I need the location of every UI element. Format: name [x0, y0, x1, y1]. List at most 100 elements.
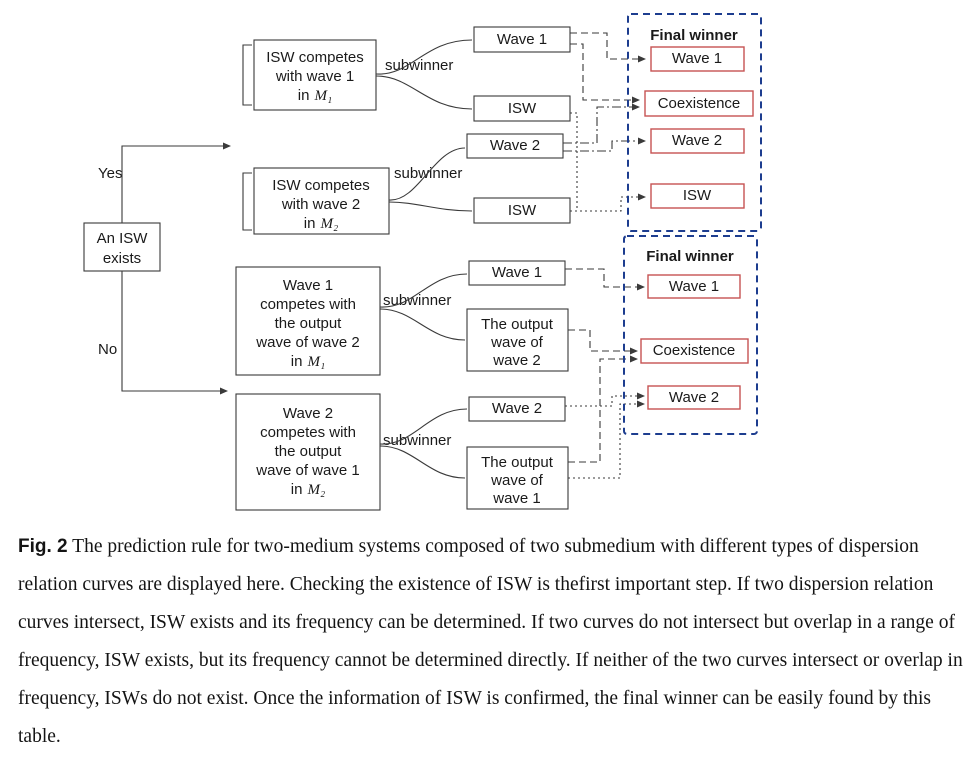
fork-bottom2-down	[379, 445, 466, 479]
connector-output1-to-final-wave2-bottom	[568, 400, 645, 479]
subwinner-label-top1: subwinner	[385, 57, 453, 74]
output-wave1-line1: The output	[481, 454, 554, 471]
root-group: An ISW exists Yes No	[83, 142, 231, 395]
compete2-medium: M₂	[319, 216, 338, 232]
bottom-branch-group: Wave 1 competes with the output wave of …	[235, 235, 758, 511]
subwinner-wave2-bottom-label: Wave 2	[492, 400, 542, 417]
final-wave1-bottom	[647, 274, 741, 299]
box-wave1-competes	[235, 266, 381, 376]
figure-caption: Fig. 2 The prediction rule for two-mediu…	[18, 528, 964, 756]
output-wave1-line3: wave 1	[492, 490, 541, 507]
bcompete1-line3: the output	[275, 315, 343, 332]
fork-bottom1-down	[379, 308, 466, 341]
bcompete2-line3: the output	[275, 443, 343, 460]
connector-no-branch	[121, 271, 228, 395]
output-wave2-line2: wave of	[490, 334, 544, 351]
box-subwinner-isw2-top	[473, 197, 571, 224]
fork-bottom1-up	[379, 273, 468, 308]
final-wave2-top-label: Wave 2	[672, 132, 722, 149]
final-wave2-bottom	[647, 385, 741, 410]
bcompete2-line1: Wave 2	[283, 405, 333, 422]
compete2-line1: ISW competes	[272, 177, 370, 194]
connector-yes-branch	[121, 142, 231, 223]
box-isw-competes-wave2	[253, 167, 390, 235]
connector-wave1-to-coexistence-top	[570, 43, 640, 104]
final-winner-panel-bottom	[623, 235, 758, 435]
output-wave2-line3: wave 2	[492, 352, 541, 369]
final-wave2-bottom-label: Wave 2	[669, 389, 719, 406]
final-wave1-top	[650, 46, 745, 72]
subwinner-isw2-top-label: ISW	[508, 202, 537, 219]
bcompete1-medium: M₁	[306, 354, 325, 370]
box-subwinner-wave1-bottom	[468, 260, 566, 286]
final-coexistence-bottom-label: Coexistence	[653, 342, 736, 359]
box-output-wave2	[466, 308, 569, 372]
connector-wave1-to-final-wave1-top	[570, 32, 646, 63]
fork-top2-up	[388, 147, 466, 201]
bcompete1-line4: wave of wave 2	[255, 334, 359, 351]
output-wave1-line2: wave of	[490, 472, 544, 489]
box-subwinner-isw1-top	[473, 95, 571, 122]
fork-top1-up	[375, 39, 473, 75]
compete2-line2: with wave 2	[281, 196, 360, 213]
box-subwinner-wave2-bottom	[468, 396, 566, 422]
final-coexistence-bottom	[640, 338, 749, 364]
box-an-isw-exists	[83, 222, 161, 272]
compete1-in: in	[298, 87, 310, 104]
bcompete2-line2: competes with	[260, 424, 356, 441]
fork-top1-down	[375, 75, 473, 110]
connector-wave2-to-final-wave2-bottom	[565, 392, 645, 407]
bracket-top-1	[242, 44, 252, 106]
final-winner-panel-top	[627, 13, 762, 232]
fork-top2-down	[388, 201, 473, 212]
subwinner-wave2-top-label: Wave 2	[490, 137, 540, 154]
connector-wave1-to-final-wave1-bottom	[565, 268, 645, 291]
yes-label: Yes	[98, 165, 122, 182]
bcompete1-line1: Wave 1	[283, 277, 333, 294]
compete2-in: in	[304, 215, 316, 232]
subwinner-wave1-top-label: Wave 1	[497, 31, 547, 48]
fork-bottom2-up	[379, 408, 468, 445]
figure-caption-label: Fig. 2	[18, 536, 68, 557]
box-subwinner-wave2-top	[466, 133, 564, 159]
box-subwinner-wave1-top	[473, 26, 571, 53]
root-label-line2: exists	[103, 250, 141, 267]
subwinner-label-bottom1: subwinner	[383, 292, 451, 309]
box-output-wave1	[466, 446, 569, 510]
final-isw-top	[650, 183, 745, 209]
compete1-line2: with wave 1	[275, 68, 354, 85]
bcompete1-in: in	[291, 353, 303, 370]
root-label-line1: An ISW	[97, 230, 149, 247]
box-isw-competes-wave1	[253, 39, 377, 111]
subwinner-label-top2: subwinner	[394, 165, 462, 182]
subwinner-wave1-bottom-label: Wave 1	[492, 264, 542, 281]
connector-wave2-to-coexistence-top	[563, 103, 640, 144]
no-label: No	[98, 341, 117, 358]
output-wave2-line1: The output	[481, 316, 554, 333]
bcompete1-line2: competes with	[260, 296, 356, 313]
prediction-rule-diagram: An ISW exists Yes No ISW competes with w…	[83, 13, 762, 511]
bcompete2-medium: M₂	[306, 482, 325, 498]
figure-caption-text: The prediction rule for two-medium syste…	[18, 536, 963, 747]
connector-isw1-merge-top	[570, 112, 578, 210]
bcompete2-in: in	[291, 481, 303, 498]
final-winner-title-top: Final winner	[650, 27, 738, 44]
final-wave2-top	[650, 128, 745, 154]
bcompete2-line4: wave of wave 1	[255, 462, 359, 479]
final-wave1-bottom-label: Wave 1	[669, 278, 719, 295]
bracket-top-2	[242, 172, 252, 231]
final-coexistence-top-label: Coexistence	[658, 95, 741, 112]
final-isw-top-label: ISW	[683, 187, 712, 204]
compete1-line1: ISW competes	[266, 49, 364, 66]
subwinner-isw1-top-label: ISW	[508, 100, 537, 117]
connector-isw-to-final-isw-top	[570, 193, 646, 212]
compete1-medium: M₁	[313, 88, 332, 104]
final-wave1-top-label: Wave 1	[672, 50, 722, 67]
final-coexistence-top	[644, 90, 754, 117]
